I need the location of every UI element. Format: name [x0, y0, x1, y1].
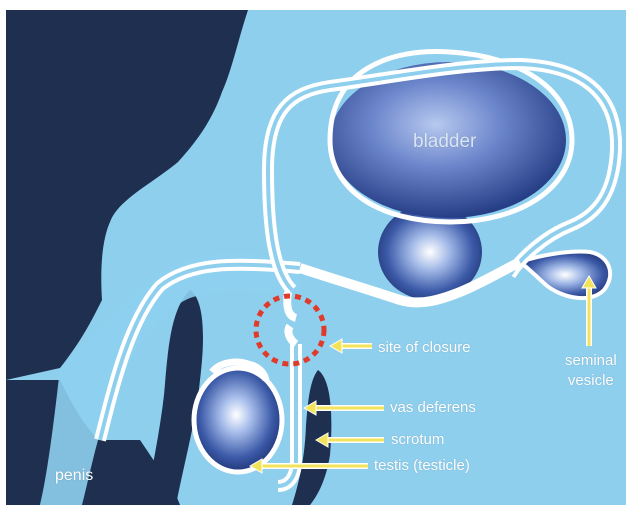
vas-deferens-label: vas deferens — [390, 399, 476, 416]
seminal-vesicle-label-line2: vesicle — [565, 371, 617, 391]
bladder-label: bladder — [413, 131, 476, 153]
seminal-vesicle-label-line1: seminal — [565, 351, 617, 371]
penis-label: penis — [55, 467, 93, 485]
testis — [194, 368, 282, 472]
site-of-closure-label: site of closure — [378, 339, 471, 356]
scrotum-label: scrotum — [391, 431, 444, 448]
testis-label: testis (testicle) — [374, 457, 470, 474]
seminal-vesicle-label: seminal vesicle — [565, 351, 617, 391]
